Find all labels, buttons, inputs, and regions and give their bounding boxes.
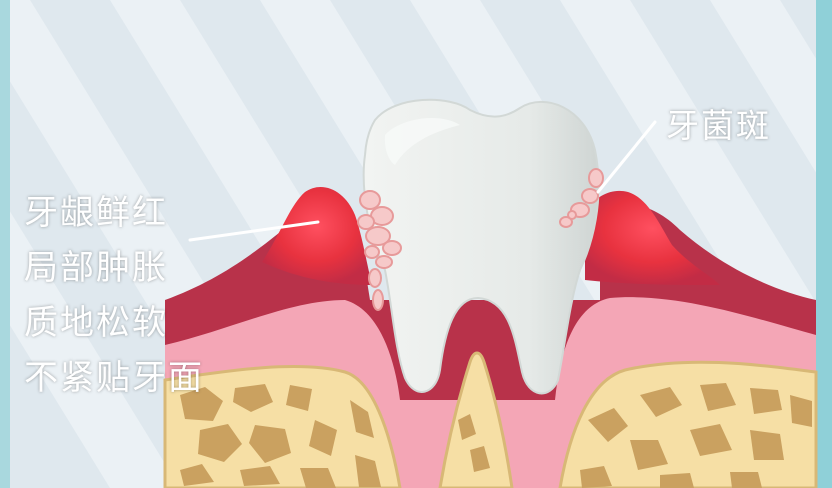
gum-symptoms-label: 牙龈鲜红 局部肿胀 质地松软 不紧贴牙面	[24, 186, 204, 406]
plaque-deposits-left	[357, 190, 402, 311]
frame-border-left	[0, 0, 10, 488]
gum-symptom-line: 不紧贴牙面	[24, 358, 204, 398]
gum-symptom-line: 局部肿胀	[24, 248, 168, 288]
gum-symptom-line: 牙龈鲜红	[24, 193, 168, 233]
bone-middle	[438, 351, 514, 488]
plaque-pointer-line	[596, 120, 657, 194]
plaque-label: 牙菌斑	[666, 106, 771, 145]
gum-pointer-line	[188, 220, 320, 242]
frame-border-right	[816, 0, 832, 488]
swollen-gum-left	[262, 186, 372, 285]
swollen-gum-right	[585, 190, 720, 285]
bone-pores	[180, 383, 812, 488]
tooth	[362, 98, 600, 395]
gum-symptom-line: 质地松软	[24, 303, 168, 343]
tooth-highlight	[384, 117, 460, 165]
plaque-deposits-right	[559, 168, 604, 228]
